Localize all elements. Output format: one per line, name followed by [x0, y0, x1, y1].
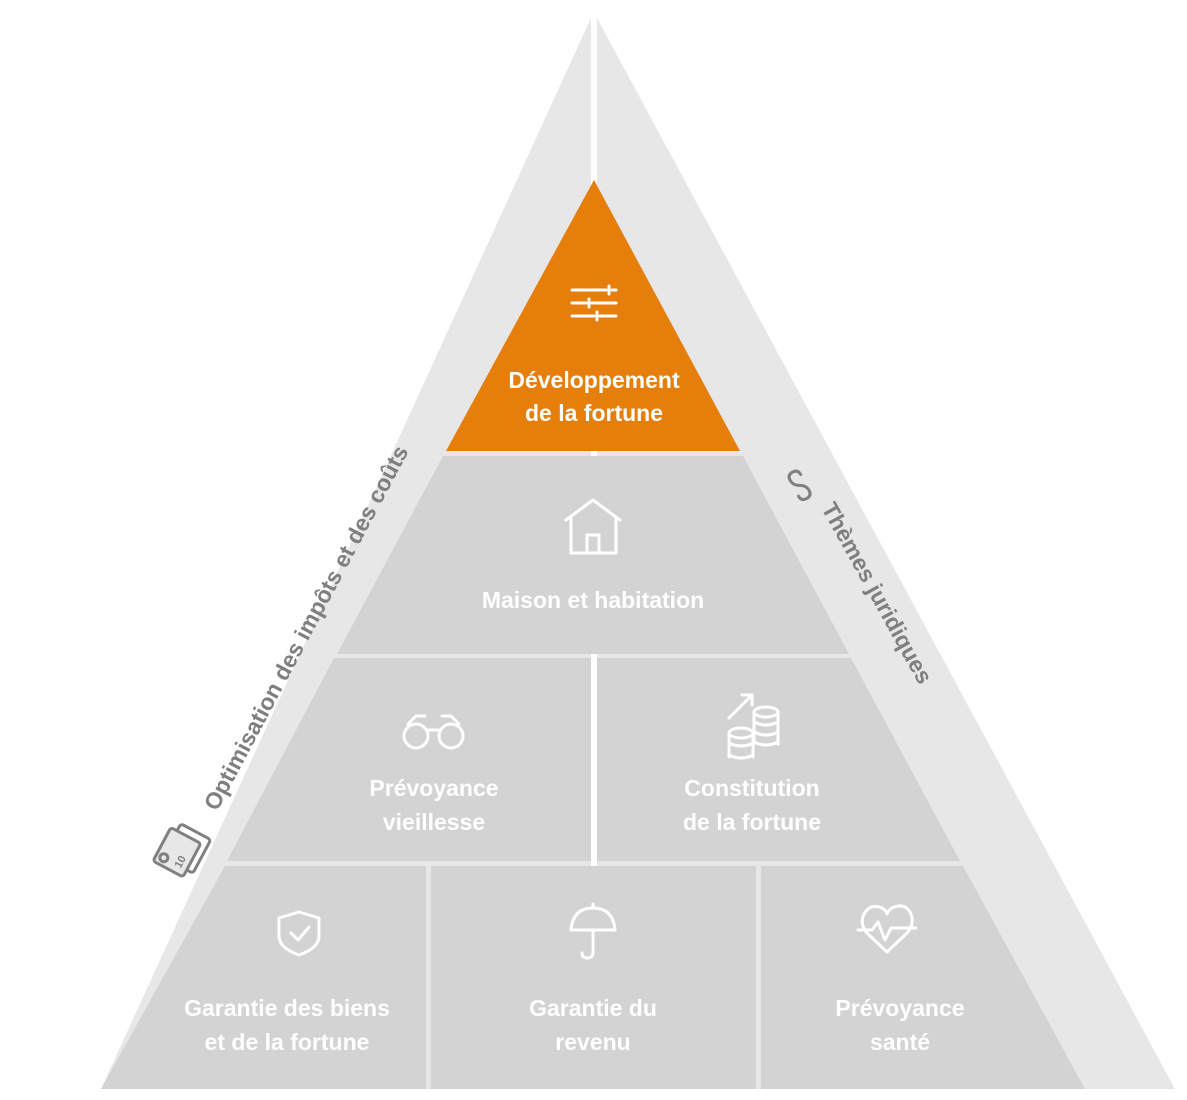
tax-receipt-icon: 10 [152, 823, 212, 878]
coins-growth-icon [727, 693, 780, 760]
tier-4-middle-income [431, 866, 756, 1089]
tier-4-left-label-line2: et de la fortune [205, 1029, 370, 1055]
tier-3-right-wealth-building [597, 658, 960, 861]
tier-4-middle-label-line2: revenu [555, 1029, 630, 1055]
tier-4-right-label-line1: Prévoyance [835, 995, 964, 1021]
tier-1-label-line1: Développement [508, 367, 680, 393]
heart-pulse-icon [856, 904, 918, 954]
tier-3-right-label-line2: de la fortune [683, 809, 821, 835]
tier-2-home [337, 456, 849, 654]
shield-check-icon [277, 910, 321, 957]
tier-2-label: Maison et habitation [482, 587, 704, 613]
tier-4-middle-label-line1: Garantie du [529, 995, 657, 1021]
binoculars-icon [402, 714, 465, 750]
tax-icon-number: 10 [173, 854, 189, 870]
tier-3-left-retirement [227, 658, 591, 861]
tier-4-left-asset-protection [101, 866, 426, 1089]
paragraph-icon [787, 469, 812, 502]
house-icon [564, 498, 622, 555]
tier-4-right-label-line2: santé [870, 1029, 930, 1055]
tier-4-right-health [761, 866, 1085, 1089]
umbrella-icon [569, 902, 617, 960]
sliders-icon [570, 284, 618, 322]
tier-3-left-label-line1: Prévoyance [369, 775, 498, 801]
tier-3-left-label-line2: vieillesse [383, 809, 485, 835]
tier-4-left-label-line1: Garantie des biens [184, 995, 390, 1021]
tier-1-label-line2: de la fortune [525, 400, 663, 426]
tier-3-right-label-line1: Constitution [684, 775, 819, 801]
